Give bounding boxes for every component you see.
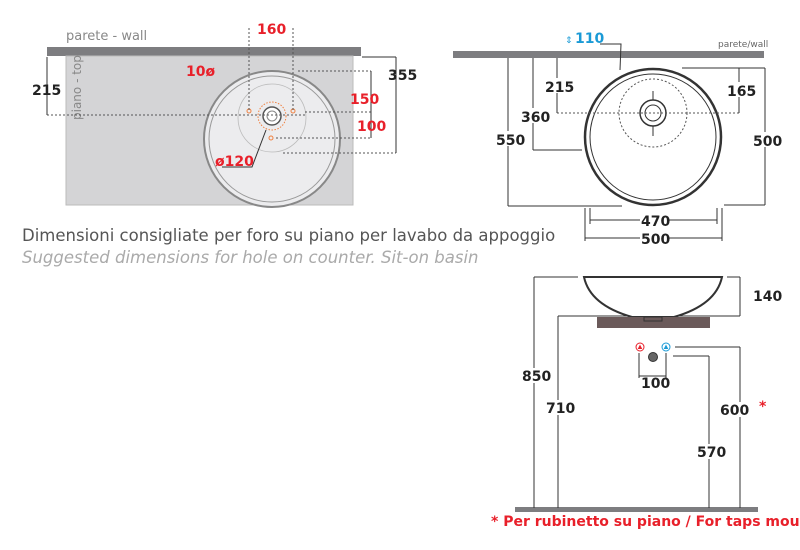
- dim-500-vertical: 500: [753, 134, 782, 150]
- dim-165: 165: [727, 84, 756, 100]
- label-bg: [696, 444, 724, 459]
- dim-100: 100: [357, 119, 386, 135]
- asterisk: *: [759, 399, 767, 415]
- fixing-hole: [268, 135, 274, 141]
- counter-hole-plan-view: parete - wall piano - top 215 10ø 160 35…: [32, 22, 417, 208]
- label-bg: [752, 132, 782, 147]
- top-label: piano - top: [70, 55, 84, 120]
- dim-710: 710: [546, 401, 575, 417]
- label-bg: [719, 402, 769, 417]
- caption-italian: Dimensioni consigliate per foro su piano…: [22, 226, 555, 245]
- side-elevation-view: 140 850 710 600 * 570 100 * Per rubinett…: [491, 276, 800, 530]
- label-bg: [751, 288, 781, 303]
- basin-plan-view: parete/wall ⇕ 110 215 360 550 165: [453, 31, 782, 248]
- label-bg: [544, 78, 572, 93]
- wall-bar: [453, 51, 764, 58]
- dim-550: 550: [496, 133, 525, 149]
- wall-label: parete - wall: [66, 29, 147, 44]
- dim-10: 10ø: [186, 64, 215, 80]
- dim-120: ø120: [215, 154, 254, 170]
- dim-110: 110: [575, 31, 604, 47]
- dim-100: 100: [641, 376, 670, 392]
- basin-inner: [208, 75, 336, 203]
- tap-circle: [237, 83, 307, 153]
- dim-150: 150: [350, 92, 379, 108]
- dim-140: 140: [753, 289, 782, 305]
- dim-360: 360: [521, 110, 550, 126]
- waste-outlet-icon: [648, 352, 658, 362]
- caption-english: Suggested dimensions for hole on counter…: [22, 248, 479, 267]
- dim-570: 570: [697, 445, 726, 461]
- dim-850: 850: [522, 369, 551, 385]
- dim-215: 215: [32, 83, 61, 99]
- leader-120: [222, 129, 267, 168]
- dim-215: 215: [545, 80, 574, 96]
- label-bg: [495, 131, 523, 146]
- counter-slab: [597, 317, 710, 328]
- wall-label: parete/wall: [718, 40, 768, 50]
- drain-waste: [643, 316, 663, 322]
- basin-outline: [583, 67, 723, 207]
- wall-bar: [47, 47, 361, 56]
- drain-inner: [266, 110, 278, 122]
- label-bg: [640, 213, 668, 227]
- basin-inner: [589, 73, 717, 201]
- floor-bar: [515, 507, 758, 512]
- footnote: * Per rubinetto su piano / For taps moun…: [491, 514, 800, 530]
- dim-600: 600: [720, 403, 749, 419]
- cold-tap-arrow: [663, 344, 669, 349]
- dim-500-horizontal: 500: [641, 232, 670, 248]
- basin-side: [582, 276, 724, 318]
- basin-outline: [203, 70, 341, 208]
- dim-160: 160: [257, 22, 286, 38]
- label-bg: [640, 231, 668, 245]
- label-bg: [520, 108, 548, 123]
- label-bg: [726, 82, 754, 97]
- dim-470: 470: [641, 214, 670, 230]
- leader-110: [600, 43, 622, 71]
- hot-tap-arrow: [637, 344, 643, 349]
- label-bg: [545, 400, 573, 415]
- dim-355: 355: [388, 68, 417, 84]
- label-bg: [521, 368, 549, 383]
- hole-120: [257, 101, 287, 131]
- height-arrow-icon: ⇕: [565, 36, 573, 46]
- drain-icon: [262, 106, 282, 126]
